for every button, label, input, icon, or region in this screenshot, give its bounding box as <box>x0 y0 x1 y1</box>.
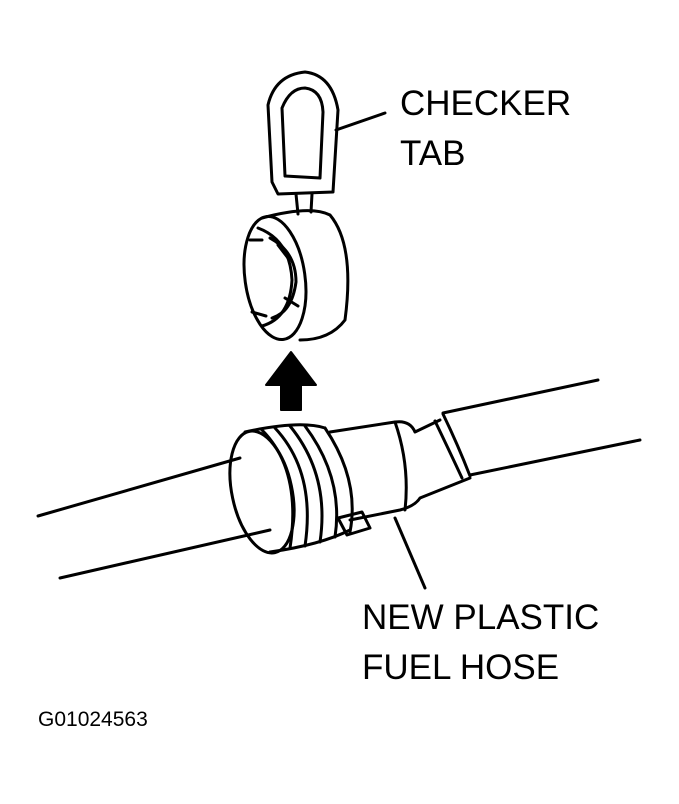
hose-label-line2: FUEL HOSE <box>362 648 560 687</box>
fuel-line <box>36 378 642 580</box>
checker-tab-label-line2: TAB <box>400 134 466 173</box>
checker-tab-label-line1: CHECKER <box>400 84 572 123</box>
checker-tab <box>242 70 350 342</box>
hose-leader-line <box>393 516 427 590</box>
up-arrow-icon <box>265 351 317 411</box>
checker-tab-leader-line <box>334 111 387 132</box>
quick-connector <box>228 423 372 555</box>
hose-label-line1: NEW PLASTIC <box>362 598 600 637</box>
figure-id: G01024563 <box>38 708 148 731</box>
